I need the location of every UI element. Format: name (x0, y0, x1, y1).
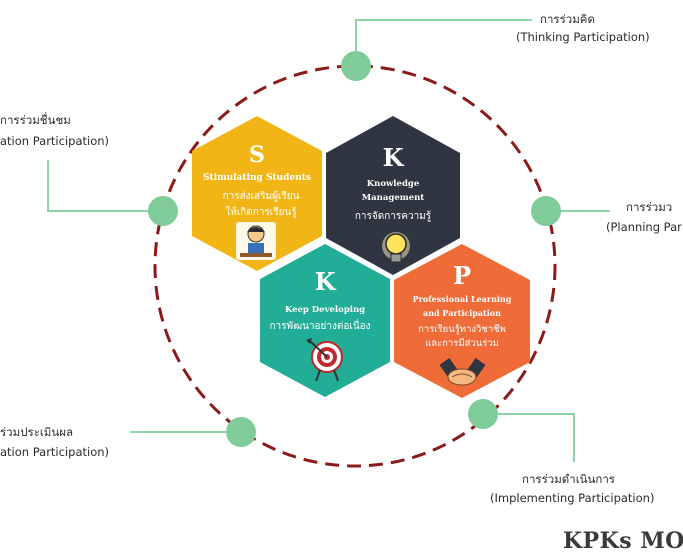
hex-p-desc-1: การเรียนรู้ทางวิชาชีพ (418, 323, 506, 335)
lightbulb-icon (382, 232, 410, 263)
hex-k2-letter: K (315, 267, 337, 296)
node-planning (531, 196, 561, 226)
hex-k1-title-2: Management (362, 193, 425, 203)
label-appreciation-en: ation Participation) (0, 134, 110, 148)
hex-k1-title-1: Knowledge (367, 179, 420, 189)
node-thinking (341, 51, 371, 81)
hexagon-keep-developing (260, 244, 390, 397)
participation-ring (153, 64, 557, 468)
target-icon (306, 338, 343, 382)
hex-k1-desc: การจัดการความรู้ (355, 210, 432, 222)
handshake-icon (439, 358, 486, 386)
hex-p-title-1: Professional Learning (413, 294, 512, 304)
hexagon-professional-learning (394, 244, 530, 398)
label-appreciation-th: การร่วมชื่นชม (0, 113, 71, 127)
label-thinking: การร่วมคิด (540, 10, 595, 28)
label-implementing-th: การร่วมดำเนินการ (522, 472, 615, 486)
connector-top (355, 19, 532, 64)
label-thinking-th: การร่วมคิด (540, 12, 595, 26)
hexagon-knowledge-management (326, 116, 460, 275)
hex-s-title: Stimulating Students (203, 173, 311, 183)
label-implementing-en: (Implementing Participation) (490, 491, 655, 505)
hex-s-letter: S (249, 142, 265, 168)
label-planning-en: (Planning Par (606, 220, 682, 234)
connector-bottom-right (483, 413, 575, 462)
label-evaluation-en: ation Participation) (0, 445, 110, 459)
hex-k2-desc: การพัฒนาอย่างต่อเนื่อง (269, 318, 370, 332)
hex-p-desc-2: และการมีส่วนร่วม (425, 337, 499, 349)
hex-k2-title: Keep Developing (285, 305, 365, 315)
hex-s-desc-2: ให้เกิดการเรียนรู้ (225, 206, 297, 218)
node-appreciation (148, 196, 178, 226)
node-implementing (468, 399, 498, 429)
hex-s-desc-1: การส่งเสริมผู้เรียน (223, 190, 300, 202)
label-planning-th: การร่วมว (626, 200, 673, 214)
label-evaluation-th: ร่วมประเมินผล (0, 425, 74, 439)
label-thinking-en: (Thinking Participation) (516, 30, 650, 44)
hex-p-title-2: and Participation (423, 308, 501, 318)
hex-k1-letter: K (383, 143, 405, 172)
footer-title: KPKs MO (563, 528, 683, 554)
node-evaluation (226, 417, 256, 447)
hex-p-letter: P (453, 261, 471, 290)
hexagon-stimulating-students (192, 116, 322, 271)
connector-upper-left (47, 160, 163, 212)
student-icon (236, 222, 276, 260)
